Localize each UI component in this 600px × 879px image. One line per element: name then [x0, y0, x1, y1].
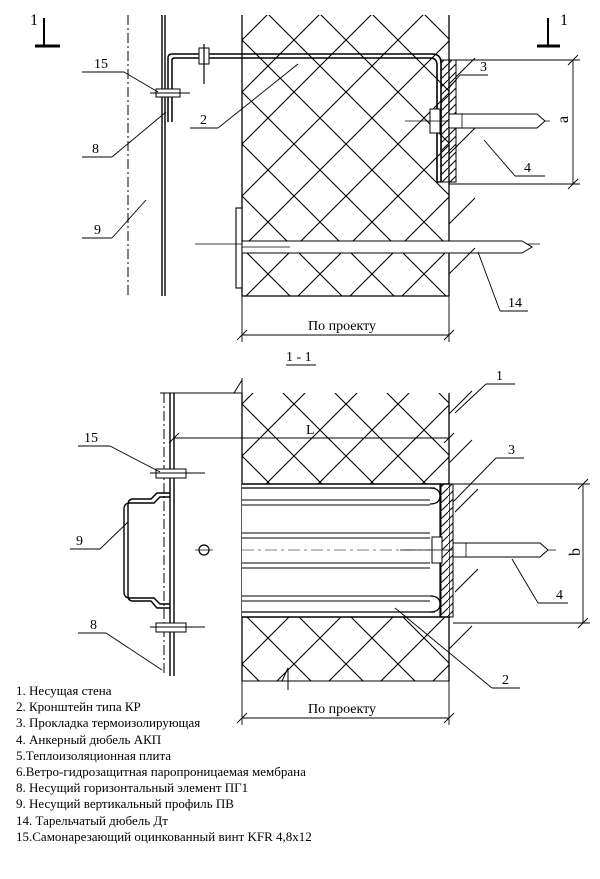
legend-item: 1. Несущая стена [16, 683, 112, 698]
section-mark-right: 1 [537, 12, 568, 48]
callouts-top [82, 63, 545, 312]
legend-item: 15.Самонарезающий оцинкованный винт KFR … [16, 828, 312, 844]
legend-item: 4. Анкерный дюбель АКП [16, 731, 162, 747]
legend-item: 9. Несущий вертикальный профиль ПВ [16, 796, 234, 812]
top-view: 1 1 [30, 12, 580, 342]
legend-item: 2. Кронштейн типа КР [16, 699, 141, 715]
callout-15-top: 15 [94, 57, 108, 72]
bracket-channel [242, 483, 449, 618]
bottom-view: L b По проекту [70, 369, 590, 725]
dimension-width-top: По проекту [236, 296, 455, 342]
callout-3-top: 3 [480, 60, 487, 75]
dimension-width-top-label: По проекту [308, 319, 376, 334]
membrane-bottom [440, 483, 454, 618]
wall-hatch-top [448, 57, 476, 275]
callout-14-top: 14 [508, 296, 522, 311]
callout-2-top: 2 [200, 113, 207, 128]
dimension-width-bottom: По проекту [236, 681, 455, 725]
insulation-block-top [241, 15, 450, 297]
dimension-b: b [453, 478, 590, 629]
callout-1-bottom: 1 [496, 369, 503, 384]
section-mark-left-label: 1 [30, 12, 38, 29]
anchor-dowel [405, 108, 550, 134]
screws-bottom [150, 468, 205, 633]
section-title: 1 - 1 [286, 350, 316, 366]
section-mark-right-label: 1 [560, 12, 568, 29]
callouts-bottom [70, 383, 568, 689]
bracket-kr [150, 44, 242, 122]
callout-15-bottom: 15 [84, 431, 98, 446]
plate-dowel [195, 207, 540, 289]
legend-item: 14. Тарельчатый дюбель Дт [16, 812, 168, 828]
callout-8-top: 8 [92, 142, 99, 157]
legend-item: 8. Несущий горизонтальный элемент ПГ1 [16, 780, 249, 796]
legend-list: 1. Несущая стена 2. Кронштейн типа КР 3.… [16, 683, 312, 845]
callout-2-bottom: 2 [502, 673, 509, 688]
section-mark-left: 1 [30, 12, 60, 48]
dimension-a-label: a [555, 116, 572, 123]
dimension-L: L [168, 423, 455, 444]
callout-8-bottom: 8 [90, 618, 97, 633]
legend-item: 3. Прокладка термоизолирующая [16, 715, 201, 731]
legend-item: 5.Теплоизоляционная плита [16, 747, 172, 763]
anchor-dowel-bottom [400, 536, 556, 564]
legend-item: 6.Ветро-гидрозащитная паропроницаемая ме… [16, 764, 306, 780]
section-title-label: 1 - 1 [286, 350, 312, 365]
callout-3-bottom: 3 [508, 443, 515, 458]
wall-hatch-bottom [448, 390, 479, 650]
dimension-L-label: L [306, 423, 315, 438]
vertical-profile [127, 15, 166, 296]
dimension-width-bottom-label: По проекту [308, 702, 376, 717]
callout-4-bottom: 4 [556, 588, 563, 603]
dimension-b-label: b [567, 548, 584, 556]
hat-profile [123, 492, 213, 609]
dimension-a: a [449, 54, 580, 190]
callout-4-top: 4 [524, 161, 531, 176]
callout-9-bottom: 9 [76, 534, 83, 549]
callout-9-top: 9 [94, 223, 101, 238]
